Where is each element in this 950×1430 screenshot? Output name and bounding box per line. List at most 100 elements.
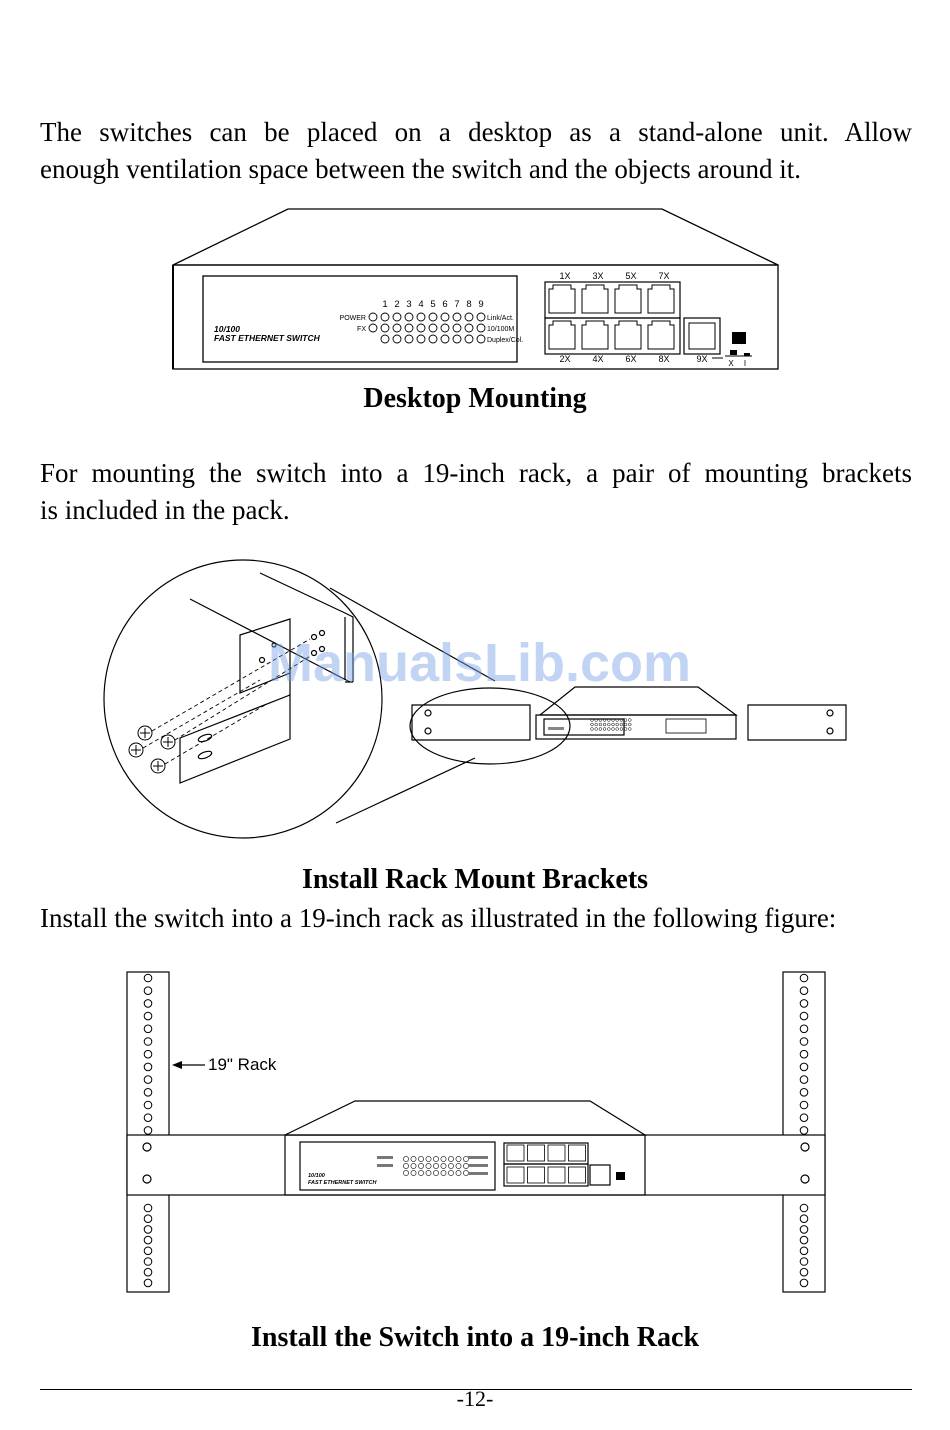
rack-hole [799, 986, 809, 996]
mini-led [611, 722, 615, 727]
rack-hole [143, 1075, 153, 1084]
led-indicator [416, 312, 426, 322]
mini-led [611, 727, 615, 731]
port-label-3x: 3X [592, 271, 603, 281]
port-label-6x: 6X [625, 354, 636, 364]
port-label-2x: 2X [559, 354, 570, 364]
rack-port-group [506, 1144, 586, 1184]
mini-led [623, 722, 628, 727]
port-number-3: 3 [406, 299, 411, 310]
rack-led [418, 1163, 424, 1169]
port-label-1x: 1X [559, 271, 570, 281]
rack-hole [143, 1246, 153, 1256]
led-indicator [464, 323, 474, 333]
mini-led [615, 722, 619, 727]
led-label-power: POWER [340, 315, 366, 322]
rack-hole [143, 1011, 153, 1021]
mini-led [615, 718, 619, 722]
rj45-port [581, 284, 609, 314]
led-indicator [440, 334, 450, 344]
mini-led [602, 722, 607, 727]
rack-label: 19" Rack [208, 1055, 277, 1074]
rack-hole [143, 1100, 153, 1110]
rack-hole [799, 1011, 809, 1021]
mini-led [628, 718, 632, 722]
led-indicator [404, 312, 414, 322]
port-number-2: 2 [394, 299, 399, 310]
switch-model-label: 10/100 [214, 324, 240, 334]
rack-led [425, 1156, 432, 1162]
rack-hole [143, 1037, 153, 1046]
bracket-front-plate [179, 694, 291, 784]
rack-hole [143, 1267, 153, 1277]
led-status-duplex: Duplex/Col. [487, 337, 523, 344]
rj45-port [647, 284, 675, 314]
led-indicator [452, 323, 462, 333]
rj45-port [548, 320, 576, 350]
rack-led-grid [403, 1156, 469, 1176]
rack-hole [799, 1037, 809, 1046]
rack-rail-left [126, 971, 170, 1293]
rj45-port-group [548, 284, 675, 350]
rack-led [418, 1156, 424, 1162]
led-indicator [452, 334, 462, 344]
rack-hole [143, 1214, 153, 1223]
port-number-5: 5 [430, 299, 435, 310]
rack-led [448, 1156, 454, 1162]
rack-hole [143, 1278, 153, 1288]
rack-led [418, 1170, 424, 1176]
rack-led [410, 1156, 417, 1162]
rack-led [410, 1170, 417, 1176]
mini-led [602, 718, 607, 722]
rack-led [433, 1156, 439, 1162]
rack-rj45-port [527, 1166, 545, 1184]
zoom-ellipse [409, 687, 571, 765]
rack-bracket-figure [103, 559, 847, 839]
rack-hole [799, 1203, 809, 1213]
port-number-7: 7 [454, 299, 459, 310]
rack-rj45-port [527, 1144, 545, 1162]
mini-led [628, 727, 632, 731]
port-number-6: 6 [442, 299, 447, 310]
mini-led [619, 722, 624, 727]
rack-rj45-port [568, 1166, 586, 1184]
led-status-speed: 10/100M [487, 326, 514, 333]
rack-led [410, 1163, 417, 1169]
mini-led [590, 722, 594, 727]
mini-led [598, 722, 603, 727]
led-indicator [380, 334, 390, 344]
switch-label-x: X [728, 359, 734, 368]
rack-hole [799, 1088, 809, 1097]
rack-hole [143, 1225, 153, 1234]
rack-led [440, 1156, 447, 1162]
rj45-port [647, 320, 675, 350]
mini-led [619, 718, 624, 722]
rack-switch-model: 10/100 [308, 1173, 325, 1179]
port-number-4: 4 [418, 299, 423, 310]
mini-led [619, 727, 624, 731]
figure3-caption: Install the Switch into a 19-inch Rack [250, 1322, 700, 1353]
rack-hole [143, 1024, 153, 1034]
rack-led [403, 1156, 409, 1162]
rack-led [425, 1170, 432, 1176]
led-status-link: Link/Act. [487, 315, 514, 322]
led-indicator [380, 312, 390, 322]
rj45-port [614, 320, 642, 350]
rack-hole [143, 973, 153, 983]
port-label-4x: 4X [592, 354, 603, 364]
figure1-caption: Desktop Mounting [363, 383, 587, 414]
mini-led [615, 727, 619, 731]
port-number-9: 9 [478, 299, 483, 310]
rack-hole [799, 1278, 809, 1288]
rack-led [433, 1163, 439, 1169]
rack-hole [143, 1113, 153, 1122]
switch-brand-label: FAST ETHERNET SWITCH [214, 333, 321, 343]
led-indicator [464, 334, 474, 344]
rack-led [440, 1163, 447, 1169]
port-number-1: 1 [382, 299, 387, 310]
rack-hole [799, 1126, 809, 1135]
switch-label-i: I [744, 359, 746, 368]
port-label-7x: 7X [658, 271, 669, 281]
rack-led [433, 1170, 439, 1176]
led-indicator [440, 312, 450, 322]
